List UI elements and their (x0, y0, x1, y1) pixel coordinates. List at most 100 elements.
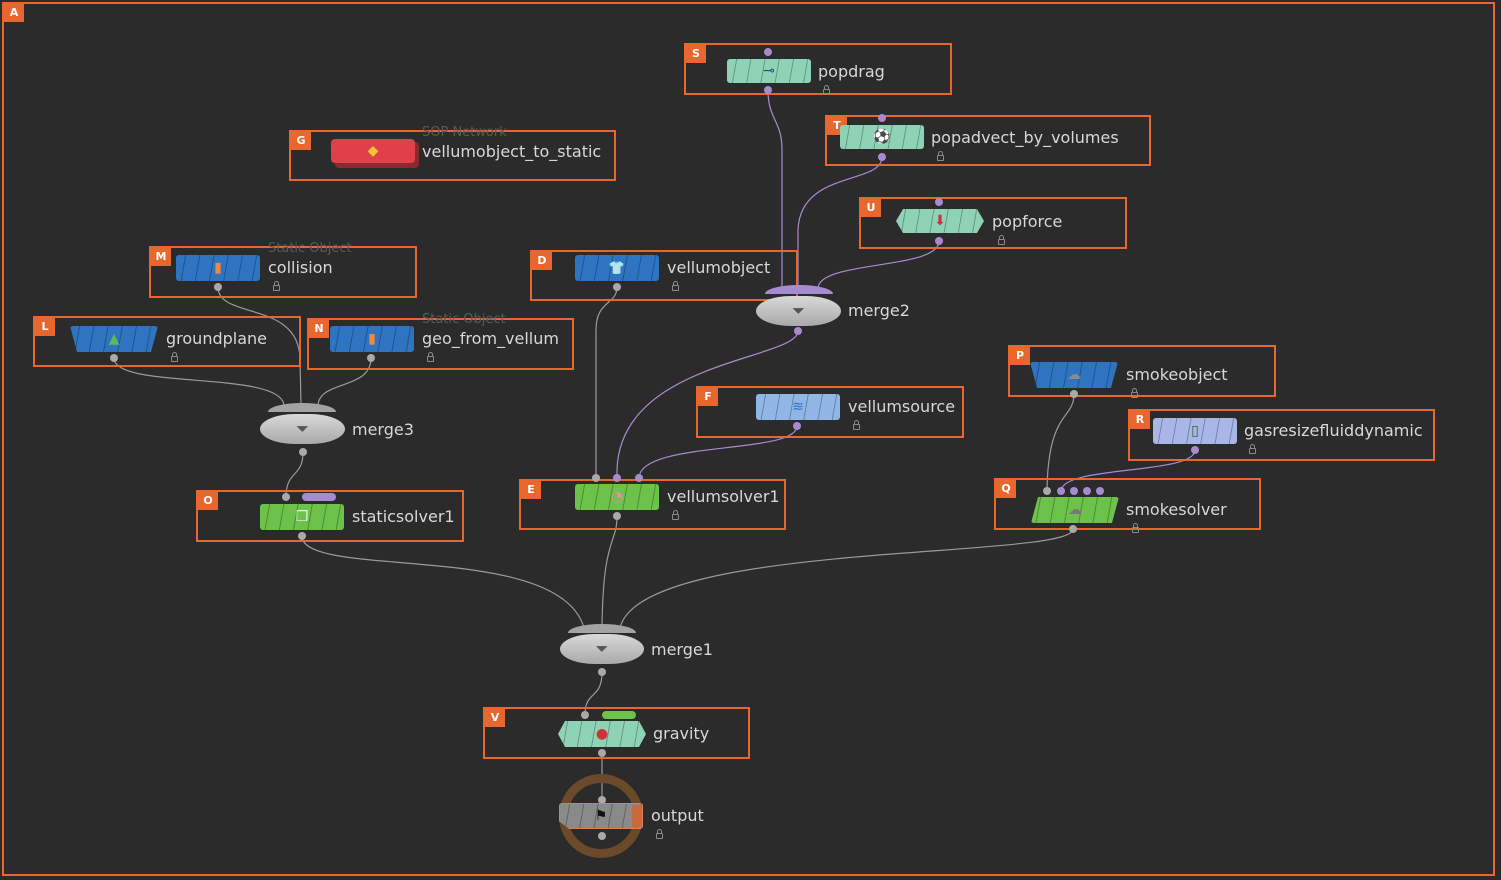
input-connector[interactable] (581, 711, 589, 719)
checkered-flag-icon: ⚑ (594, 808, 608, 824)
node-box-gravity[interactable] (483, 707, 750, 759)
node-box-vellumobject[interactable] (530, 250, 798, 301)
lock-icon[interactable] (656, 829, 663, 839)
node-box-smokeobject[interactable] (1008, 345, 1276, 397)
node-box-gasresize[interactable] (1128, 409, 1435, 461)
lock-icon[interactable] (937, 151, 944, 161)
node-box-geo-from-vellum[interactable] (307, 318, 574, 370)
lock-icon[interactable] (273, 281, 280, 291)
node-gravity[interactable]: ● (558, 721, 646, 747)
output-connector[interactable] (878, 153, 886, 161)
input-connector[interactable] (1070, 487, 1078, 495)
node-output[interactable]: ⚑ (559, 803, 643, 829)
node-popforce[interactable]: ⬇ (896, 209, 984, 233)
input-connector[interactable] (935, 198, 943, 206)
merge-input-bar[interactable] (568, 624, 636, 633)
ground-plane-icon: ▲ (108, 331, 120, 347)
input-connector[interactable] (635, 474, 643, 482)
input-connector[interactable] (1057, 487, 1065, 495)
output-connector[interactable] (1191, 446, 1199, 454)
input-connector[interactable] (764, 48, 772, 56)
node-smokesolver[interactable]: ☁ (1031, 497, 1119, 523)
output-connector[interactable] (110, 354, 118, 362)
node-vellumsolver1[interactable]: ◔ (575, 484, 659, 510)
output-connector[interactable] (367, 354, 375, 362)
node-geo-from-vellum[interactable]: ▮ (330, 326, 414, 352)
lock-icon[interactable] (171, 352, 178, 362)
input-connector[interactable] (1083, 487, 1091, 495)
lock-icon[interactable] (998, 235, 1005, 245)
node-box-popadvect[interactable] (825, 115, 1151, 166)
lock-icon[interactable] (427, 352, 434, 362)
input-connector[interactable] (598, 796, 606, 804)
lock-icon[interactable] (672, 510, 679, 520)
node-tag-groundplane: L (35, 318, 55, 336)
input-connector[interactable] (1043, 487, 1051, 495)
node-box-collision[interactable] (149, 246, 417, 298)
vellum-solver-icon: ◔ (610, 489, 624, 505)
output-connector[interactable] (1070, 390, 1078, 398)
node-vellumobject[interactable]: 👕 (575, 255, 659, 281)
input-connector[interactable] (878, 114, 886, 122)
merge-input-bar[interactable] (268, 403, 336, 412)
output-connector[interactable] (298, 532, 306, 540)
input-connector[interactable] (282, 493, 290, 501)
node-label-merge2: merge2 (848, 301, 910, 320)
node-box-smokesolver[interactable] (994, 478, 1261, 530)
lock-icon[interactable] (672, 281, 679, 291)
output-connector[interactable] (793, 422, 801, 430)
node-merge2[interactable]: ⏷ (756, 296, 841, 326)
output-connector[interactable] (598, 668, 606, 676)
node-merge3[interactable]: ⏷ (260, 414, 345, 444)
node-merge1[interactable]: ⏷ (560, 634, 644, 664)
node-subtitle-geo-from-vellum: Static Object (422, 312, 506, 327)
node-vellumsource[interactable]: ≋ (756, 394, 840, 420)
node-box-staticsolver1[interactable] (196, 490, 464, 542)
node-label-merge3: merge3 (352, 420, 414, 439)
funnel-icon: ⏷ (792, 301, 805, 320)
output-connector[interactable] (214, 283, 222, 291)
lock-icon[interactable] (1249, 444, 1256, 454)
node-label-vellumsolver1: vellumsolver1 (667, 487, 780, 506)
node-box-vellumsource[interactable] (696, 386, 964, 438)
output-connector[interactable] (1069, 525, 1077, 533)
node-popdrag[interactable]: ⊸ (727, 59, 811, 83)
node-gasresize[interactable]: ▯ (1153, 418, 1237, 444)
output-connector[interactable] (613, 283, 621, 291)
node-groundplane[interactable]: ▲ (70, 326, 158, 352)
smoke-solver-icon: ☁ (1068, 502, 1082, 518)
node-vellumobject-to-static[interactable]: ◆ (331, 139, 415, 163)
lock-icon[interactable] (1131, 388, 1138, 398)
lock-icon[interactable] (853, 420, 860, 430)
frame-tag: A (4, 4, 24, 22)
node-box-vellumobject-to-static[interactable] (289, 130, 616, 181)
node-staticsolver1[interactable]: ❒ (260, 504, 344, 530)
output-connector[interactable] (299, 448, 307, 456)
node-box-popdrag[interactable] (684, 43, 952, 95)
node-collision[interactable]: ▮ (176, 255, 260, 281)
input-connector[interactable] (1096, 487, 1104, 495)
output-connector[interactable] (935, 237, 943, 245)
node-box-vellumsolver1[interactable] (519, 479, 786, 530)
output-connector[interactable] (764, 86, 772, 94)
node-box-groundplane[interactable] (33, 316, 301, 367)
node-smokeobject[interactable]: ☁ (1030, 362, 1118, 388)
output-connector[interactable] (598, 832, 606, 840)
display-flag[interactable] (632, 805, 642, 827)
input-connector[interactable] (592, 474, 600, 482)
input-bar[interactable] (302, 493, 336, 501)
output-connector[interactable] (598, 749, 606, 757)
lock-icon[interactable] (823, 85, 830, 95)
output-connector[interactable] (613, 512, 621, 520)
merge-input-bar[interactable] (765, 285, 833, 294)
input-bar[interactable] (602, 711, 636, 719)
input-connector[interactable] (613, 474, 621, 482)
node-label-vellumsource: vellumsource (848, 397, 956, 416)
node-popadvect[interactable]: ⚽ (840, 125, 924, 149)
lock-icon[interactable] (1132, 523, 1139, 533)
output-connector[interactable] (794, 327, 802, 335)
node-label-gasresize: gasresizefluiddynamic (1244, 421, 1423, 440)
soccer-ball-icon: ⚽ (873, 129, 891, 145)
node-box-popforce[interactable] (859, 197, 1127, 249)
